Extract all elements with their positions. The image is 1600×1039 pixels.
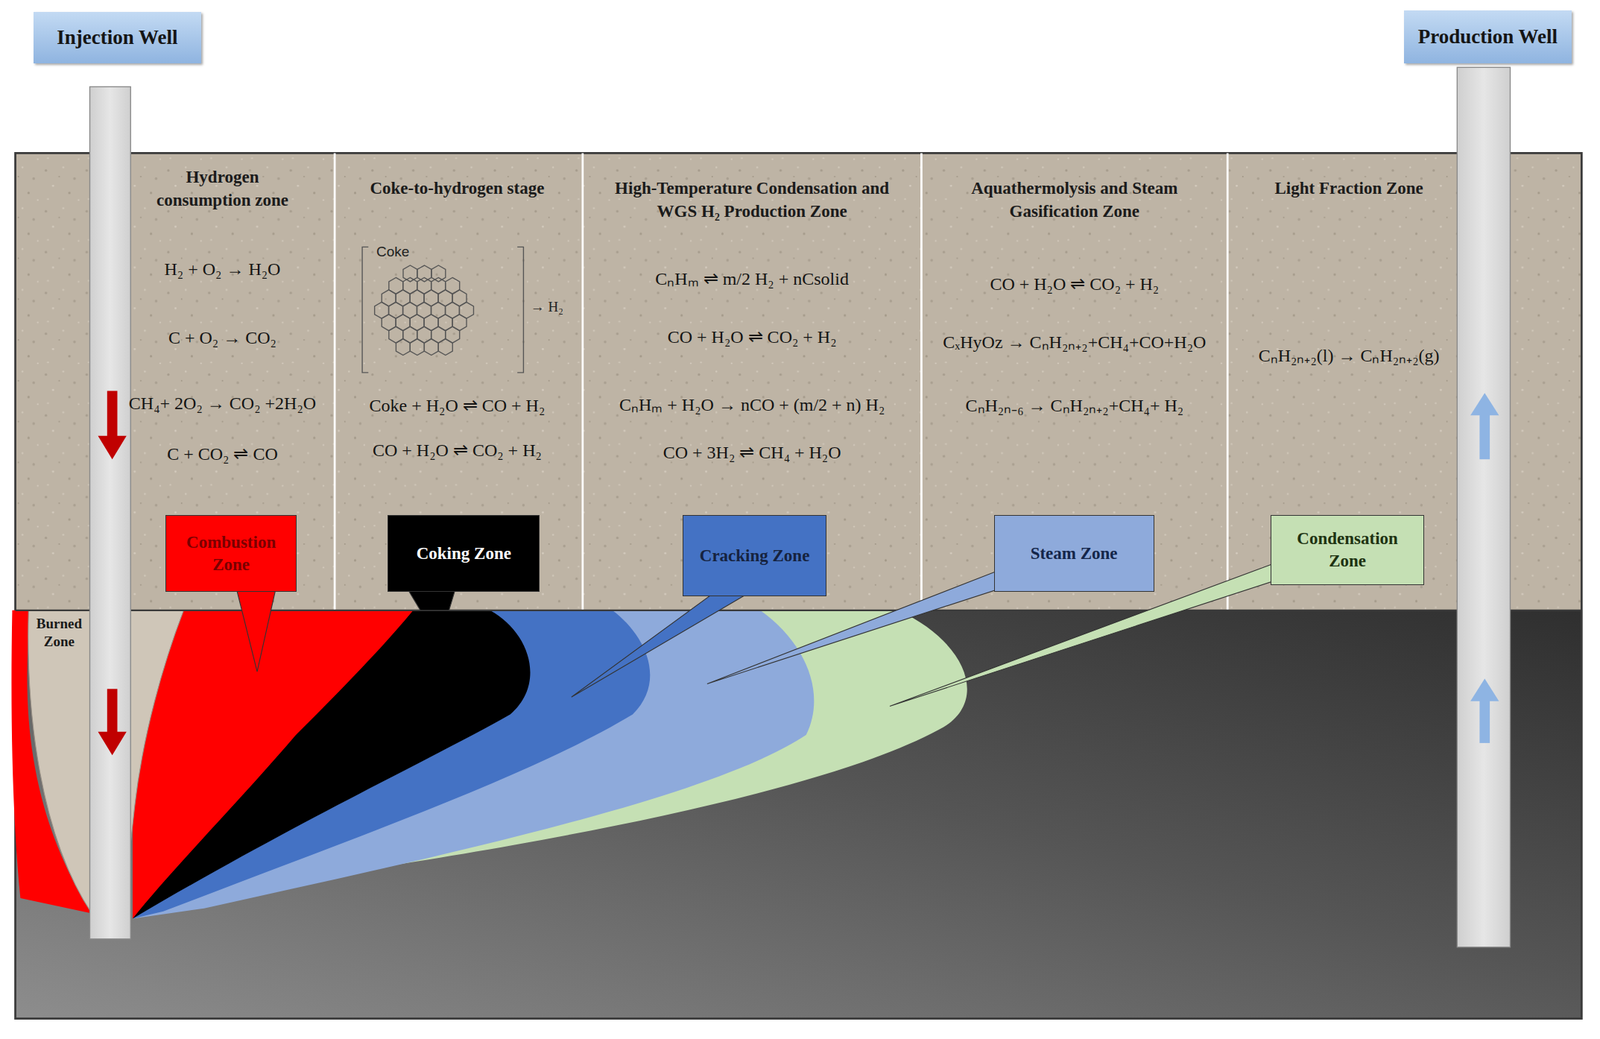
zone-name: Coking Zone xyxy=(416,542,512,565)
reaction-equation: C + CO₂ ⇌ CO xyxy=(166,443,278,465)
zone-callout: Coking Zone xyxy=(387,514,540,592)
reaction-equation: CO + 3H₂ ⇌ CH₄ + H₂O xyxy=(663,441,842,463)
zone-callout: Condensation Zone xyxy=(1270,514,1425,585)
zone-name: Combustion Zone xyxy=(172,531,291,577)
reaction-equation: CₓHyOz → CₙH₂ₙ₊₂+CH₄+CO+H₂O xyxy=(942,328,1206,354)
well-name: Injection Well xyxy=(56,26,178,50)
zone-callout: Combustion Zone xyxy=(165,514,298,592)
zone-name: Cracking Zone xyxy=(699,544,811,568)
well-name: Production Well xyxy=(1418,25,1558,49)
reaction-equation: CO + H₂O ⇌ CO₂ + H₂ xyxy=(372,439,542,461)
zone-heading: Coke-to-hydrogen stage xyxy=(337,177,577,201)
well-label: Production Well xyxy=(1404,10,1572,64)
zone-name: Condensation Zone xyxy=(1277,527,1419,573)
zone-band: Coke-to-hydrogen stageCoke + H₂O ⇌ CO + … xyxy=(334,152,583,610)
reaction-equation: C + O₂ → CO₂ xyxy=(168,327,277,349)
zone-band: Aquathermolysis and Steam Gasification Z… xyxy=(921,152,1228,610)
zone-heading: Aquathermolysis and Steam Gasification Z… xyxy=(947,176,1202,223)
zone-name: Steam Zone xyxy=(1030,542,1118,565)
reaction-equation: CₙHₘ + H₂O → nCO + (m/2 + n) H₂ xyxy=(619,390,885,416)
zone-callout: Steam Zone xyxy=(994,514,1155,592)
zone-band: Light Fraction ZoneCₙH₂ₙ₊₂(l) → CₙH₂ₙ₊₂(… xyxy=(1227,152,1457,610)
zone-band: High-Temperature Condensation and WGS H₂… xyxy=(582,152,922,610)
reaction-equation: CO + H₂O ⇌ CO₂ + H₂ xyxy=(989,273,1159,295)
reaction-equation: CₙH₂ₙ₋₆ → CₙH₂ₙ₊₂+CH₄+ H₂ xyxy=(965,391,1185,417)
product-arrow-label: → H₂ xyxy=(530,298,564,316)
well-label: Injection Well xyxy=(33,11,202,63)
reaction-equation: CₙH₂ₙ₊₂(l) → CₙH₂ₙ₊₂(g) xyxy=(1258,342,1440,367)
zone-heading: High-Temperature Condensation and WGS H₂… xyxy=(602,176,901,223)
figure-label: Coke xyxy=(376,243,410,261)
zone-band: Hydrogen consumption zone H₂ + O₂ → H₂O C … xyxy=(130,152,335,610)
reaction-equation: CH₄+ 2O₂ → CO₂ +2H₂O xyxy=(128,392,316,413)
reaction-equation: H₂ + O₂ → H₂O xyxy=(163,259,281,280)
zone-callout: Cracking Zone xyxy=(682,514,827,596)
zone-label: Burned Zone xyxy=(30,614,88,651)
zone-heading: Hydrogen consumption zone xyxy=(147,165,297,212)
zone-heading: Light Fraction Zone xyxy=(1237,177,1461,201)
reaction-equation: CₙHₘ ⇌ m/2 H₂ + nCsolid xyxy=(655,265,849,290)
reaction-equation: Coke + H₂O ⇌ CO + H₂ xyxy=(369,394,546,416)
reaction-equation: CO + H₂O ⇌ CO₂ + H₂ xyxy=(667,326,837,348)
